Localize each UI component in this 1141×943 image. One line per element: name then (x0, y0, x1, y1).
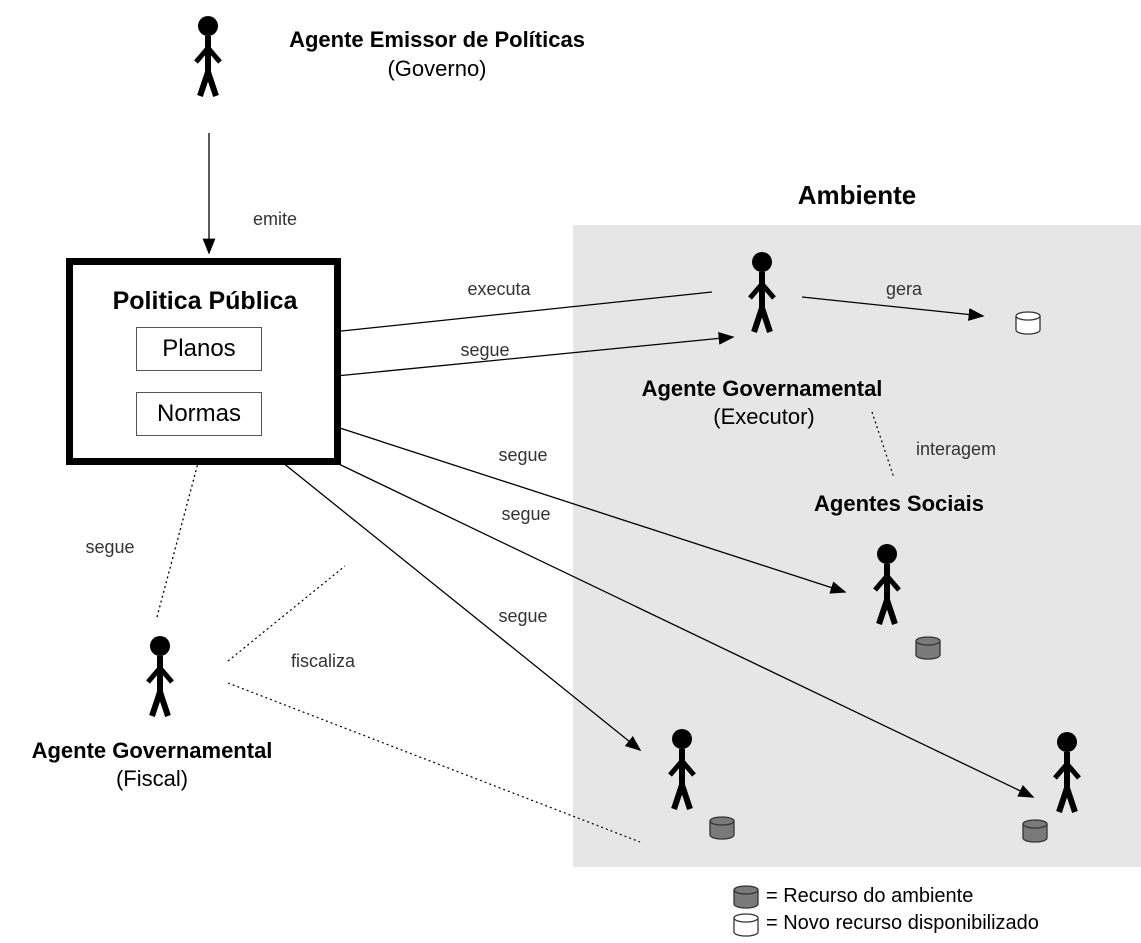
fiscal-agent-name: Agente Governamental (31, 738, 273, 763)
legend-resource-label: = Recurso do ambiente (766, 885, 974, 907)
interact-line (871, 411, 895, 479)
follows-social-label-1: segue (498, 445, 548, 465)
new-resource-icon (1015, 311, 1041, 335)
follows-executor-arrow (274, 332, 735, 383)
legend-new-resource-icon (733, 913, 759, 937)
follows-social-arrow-3 (271, 453, 642, 752)
fiscal-agent-figure (148, 636, 172, 716)
executor-agent-name: Agente Governamental (641, 376, 883, 401)
executor-agent-role: (Executor) (713, 404, 815, 429)
social-agent-figure-3 (1055, 732, 1079, 812)
fiscal-agent-role: (Fiscal) (115, 766, 189, 791)
executes-label: executa (467, 279, 531, 299)
issuer-agent-figure (196, 16, 220, 96)
interact-label: interagem (915, 439, 997, 459)
generates-arrow (801, 296, 985, 321)
emits-label: emite (252, 209, 298, 229)
plans-box: Planos (136, 327, 262, 371)
supervises-line-1 (227, 565, 346, 662)
resource-icon-3 (1022, 819, 1048, 843)
resource-icon-2 (709, 816, 735, 840)
legend-new-resource-label: = Novo recurso disponibilizado (766, 912, 1039, 934)
issuer-agent-role: (Governo) (387, 56, 487, 81)
supervises-label: fiscaliza (290, 651, 356, 671)
social-agent-figure-1 (875, 544, 899, 624)
plans-label: Planos (162, 335, 236, 362)
follows-social-label-2: segue (501, 504, 551, 524)
follows-fiscal-arrow (156, 431, 209, 618)
executes-line (274, 291, 713, 339)
social-agents-title: Agentes Sociais (814, 491, 984, 516)
follows-social-arrow-2 (271, 431, 1035, 798)
generates-label: gera (885, 279, 923, 299)
public-policy-title: Politica Pública (112, 287, 298, 315)
supervises-line-2 (227, 682, 641, 843)
norms-box: Normas (136, 392, 262, 436)
follows-executor-label: segue (460, 340, 510, 360)
resource-icon-1 (915, 636, 941, 660)
issuer-agent-name: Agente Emissor de Políticas (289, 27, 585, 52)
follows-social-arrow-1 (271, 405, 847, 594)
environment-area (573, 225, 1141, 867)
social-agent-figure-2 (670, 729, 694, 809)
follows-social-label-3: segue (498, 606, 548, 626)
follows-fiscal-label: segue (85, 537, 135, 557)
legend-resource-icon (733, 885, 759, 909)
executor-agent-figure (750, 252, 774, 332)
environment-title: Ambiente (797, 180, 917, 210)
norms-label: Normas (156, 400, 241, 427)
